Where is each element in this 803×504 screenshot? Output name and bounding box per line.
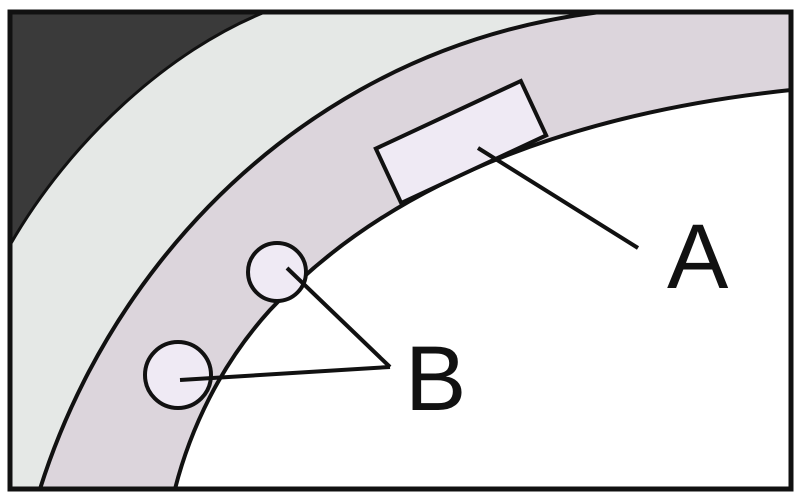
feature-a-group: A <box>373 78 729 308</box>
feature-b-group: B <box>143 241 466 430</box>
leader-line-a <box>476 146 640 250</box>
label-b: B <box>405 328 466 430</box>
ring-inner-edge <box>173 88 791 489</box>
dark-corner-region <box>10 12 265 245</box>
frame-border <box>7 9 794 492</box>
leader-line-b-lower <box>179 365 391 382</box>
leader-line-b-upper <box>285 266 392 369</box>
feature-b-circle-lower <box>143 340 213 410</box>
feature-a-rectangle <box>373 78 549 206</box>
inner-region <box>175 90 791 489</box>
ring-outer-edge <box>38 12 601 489</box>
label-a: A <box>667 206 729 308</box>
ring-band <box>40 12 791 489</box>
dark-region-edge <box>10 12 266 246</box>
feature-b-circle-upper <box>246 241 308 303</box>
diagram-content <box>10 12 791 489</box>
